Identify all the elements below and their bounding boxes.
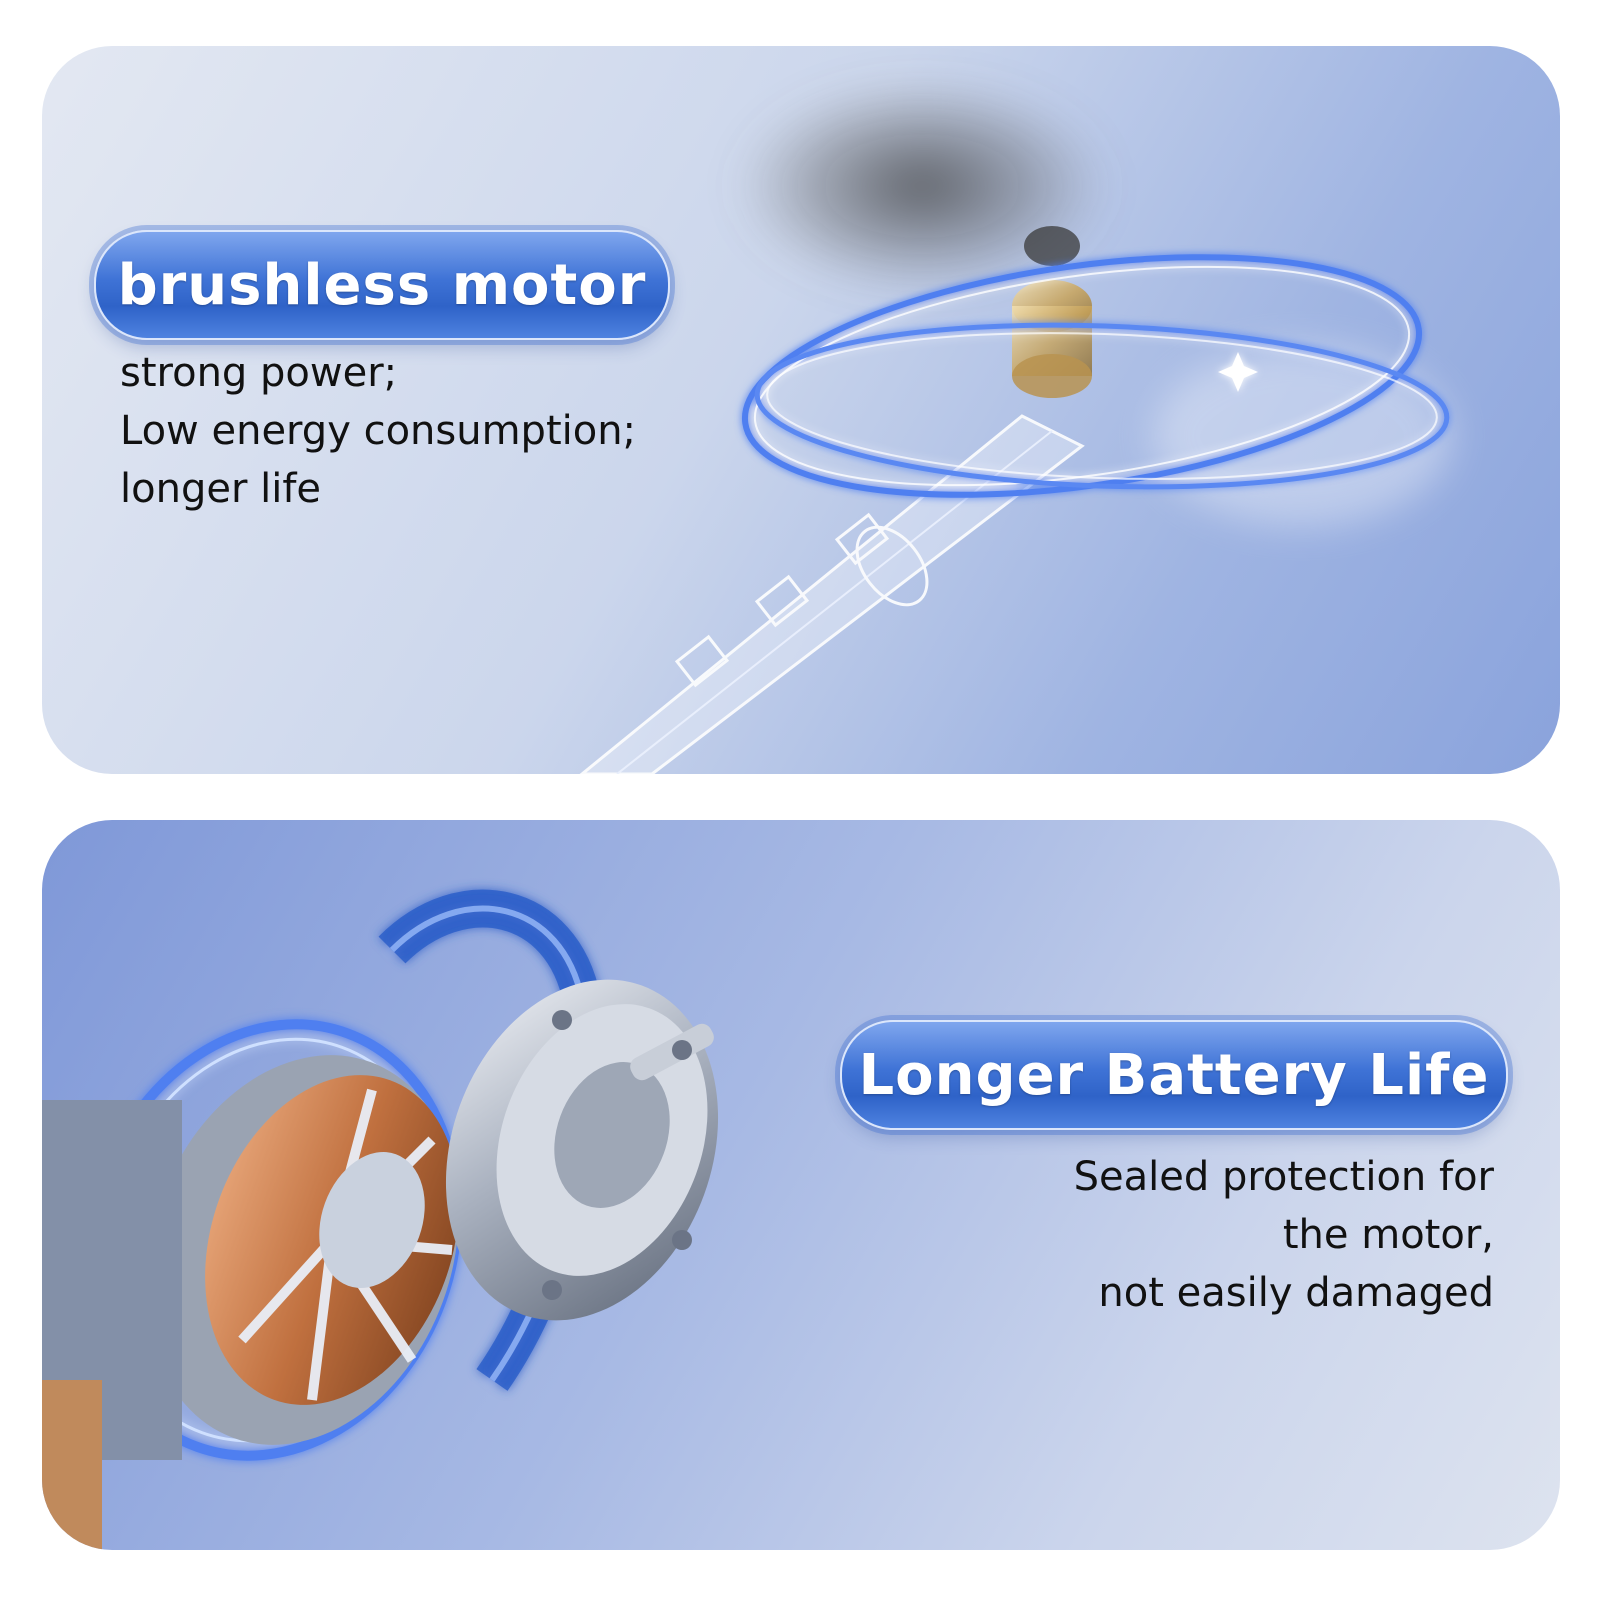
desc-line: not easily damaged: [1098, 1270, 1494, 1316]
transparent-arm: [579, 414, 1085, 774]
battery-life-heading: Longer Battery Life: [840, 1020, 1508, 1130]
blade-blur: [732, 76, 1112, 296]
stator-copper: [145, 1055, 459, 1445]
panel-brushless-motor: brushless motor strong power; Low energy…: [42, 46, 1560, 774]
heading-text: brushless motor: [117, 252, 647, 318]
panel-battery-life: Longer Battery Life Sealed protection fo…: [42, 820, 1560, 1550]
brushless-motor-heading: brushless motor: [94, 230, 670, 340]
gold-motor: [1012, 226, 1092, 398]
desc-line: the motor,: [1282, 1212, 1494, 1258]
blade-blur-2: [1152, 346, 1452, 526]
desc-line: longer life: [120, 466, 322, 512]
desc-line: Sealed protection for: [1073, 1154, 1494, 1200]
battery-life-description: Sealed protection for the motor, not eas…: [1074, 1148, 1494, 1322]
heading-text: Longer Battery Life: [858, 1042, 1490, 1108]
exploded-motor-illustration: [42, 889, 719, 1550]
propeller-motor-illustration: [579, 76, 1452, 774]
motor-housing: [42, 1100, 182, 1550]
desc-line: Low energy consumption;: [120, 408, 637, 454]
desc-line: strong power;: [120, 350, 398, 396]
steel-end-cap: [445, 979, 719, 1321]
energy-rings: [741, 254, 1450, 498]
brushless-motor-description: strong power; Low energy consumption; lo…: [120, 344, 636, 518]
